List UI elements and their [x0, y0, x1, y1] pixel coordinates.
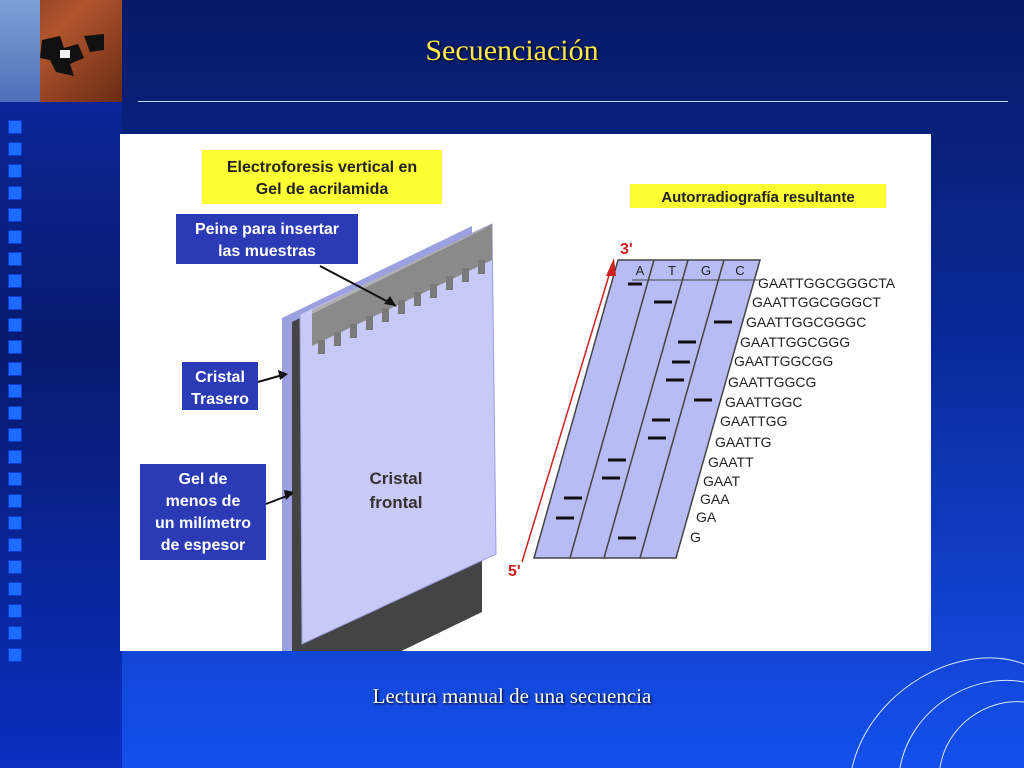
lane-label-g: G — [701, 263, 711, 278]
front-glass-label-1: Cristal — [370, 469, 423, 488]
decorative-arcs — [851, 657, 1024, 768]
end-5prime: 5' — [508, 563, 521, 580]
comb-teeth — [318, 260, 485, 354]
lane-label-a: A — [636, 263, 645, 278]
fragment-text: GAA — [700, 491, 730, 507]
label-thickness-2: menos de — [166, 493, 241, 510]
label-back-glass-box — [182, 362, 258, 410]
label-thickness-1: Gel de — [179, 471, 228, 488]
fragment-text: GAATTGGCGGGC — [746, 314, 866, 330]
fragment-text: GAATTGGC — [725, 394, 803, 410]
fragment-text: GAATTGG — [720, 413, 787, 429]
fragment-text: GAATTGGCGGGCT — [752, 294, 881, 310]
label-thickness-3: un milímetro — [155, 515, 251, 532]
direction-arrow — [521, 271, 611, 563]
decorative-squares — [8, 120, 28, 670]
label-thickness-box — [140, 464, 266, 560]
label-comb-box — [176, 214, 358, 264]
label-autorad-box — [630, 184, 886, 208]
front-glass-label-2: frontal — [370, 493, 423, 512]
fragment-text: GAATTGGCG — [728, 374, 816, 390]
comb — [312, 224, 492, 346]
label-back-glass-1: Cristal — [195, 369, 245, 386]
fragment-text: G — [690, 529, 701, 545]
fragment-text: GAAT — [703, 473, 741, 489]
left-decorative-strip — [0, 0, 122, 768]
label-electroforesis-box — [202, 150, 442, 204]
label-comb-1: Peine para insertar — [195, 221, 339, 238]
lane-label-c: C — [735, 263, 744, 278]
comb-pointer — [319, 265, 397, 307]
front-glass — [299, 223, 497, 645]
sequencing-figure: Cristal frontal Electroforesis vertical … — [120, 134, 931, 704]
page-title: Secuenciación — [425, 34, 599, 67]
label-electroforesis-1: Electroforesis vertical en — [227, 159, 417, 176]
logo — [0, 0, 122, 102]
fragment-text: GAATTGGCGG — [734, 353, 833, 369]
fragment-text: GAATTGGCGGGCTA — [758, 275, 896, 291]
lane-label-t: T — [668, 263, 676, 278]
fragment-text: GAATT — [708, 454, 754, 470]
fragment-text: GAATTG — [715, 434, 772, 450]
fragment-text: GAATTGGCGGG — [740, 334, 850, 350]
end-3prime: 3' — [620, 241, 633, 258]
title-divider — [138, 101, 1008, 102]
sequencing-bands — [556, 282, 732, 540]
label-autorad: Autorradiografía resultante — [661, 189, 854, 206]
fragment-text: GA — [696, 509, 717, 525]
figure-caption: Lectura manual de una secuencia — [372, 684, 652, 708]
label-thickness-4: de espesor — [161, 537, 245, 554]
fragment-list: GAATTGGCGGGCTA GAATTGGCGGGCT GAATTGGCGGG… — [690, 275, 896, 545]
label-back-glass-2: Trasero — [191, 391, 249, 408]
label-comb-2: las muestras — [218, 243, 316, 260]
label-electroforesis-2: Gel de acrilamida — [256, 181, 389, 198]
logo-icon — [40, 34, 104, 76]
